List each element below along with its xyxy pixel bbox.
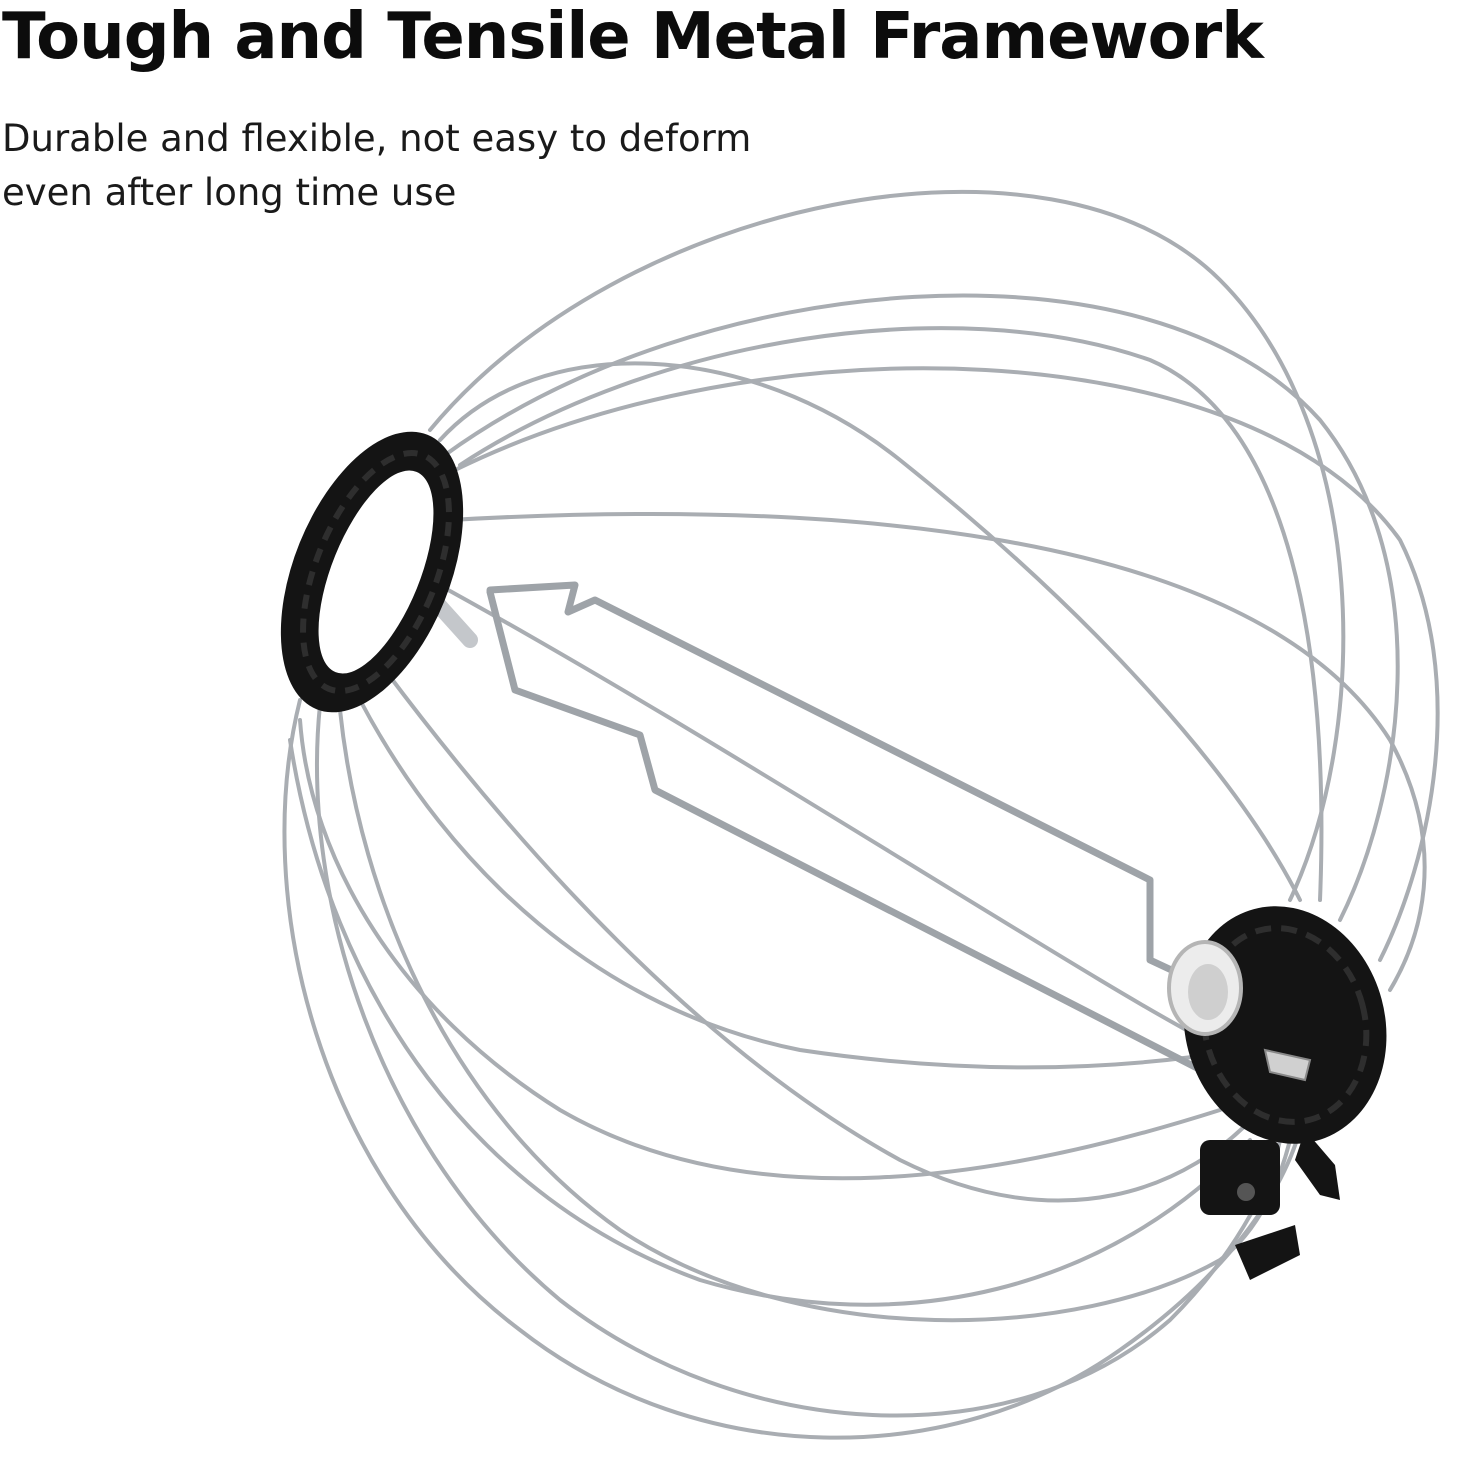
rib-3 — [453, 366, 1440, 962]
rib-13 — [288, 738, 1252, 1307]
subtitle-line-2: even after long time use — [2, 171, 457, 214]
rib-6 — [458, 326, 1324, 902]
rib-2 — [443, 293, 1400, 922]
rib-12 — [298, 718, 1222, 1181]
headline-title: Tough and Tensile Metal Framework — [2, 0, 1264, 74]
thumb-screw — [1263, 1048, 1312, 1082]
clamp-knob — [1235, 1225, 1300, 1280]
rib-9 — [338, 708, 1292, 1323]
rib-4 — [448, 512, 1427, 992]
tilt-handle — [1295, 1130, 1340, 1200]
rib-11 — [383, 668, 1262, 1203]
rib-5 — [438, 361, 1302, 902]
bracket-rod-lower — [486, 588, 1294, 1104]
rib-8 — [315, 703, 1282, 1418]
subtitle-line-1: Durable and flexible, not easy to deform — [2, 117, 752, 160]
headline-subtitle: Durable and flexible, not easy to deform… — [2, 112, 751, 220]
rib-7 — [282, 698, 1302, 1440]
rear-ring-mount — [280, 431, 464, 713]
rib-10 — [358, 698, 1242, 1070]
bracket-rod-upper — [486, 581, 1379, 1069]
socket-mount — [1167, 906, 1387, 1280]
rib-14 — [428, 578, 1292, 1082]
